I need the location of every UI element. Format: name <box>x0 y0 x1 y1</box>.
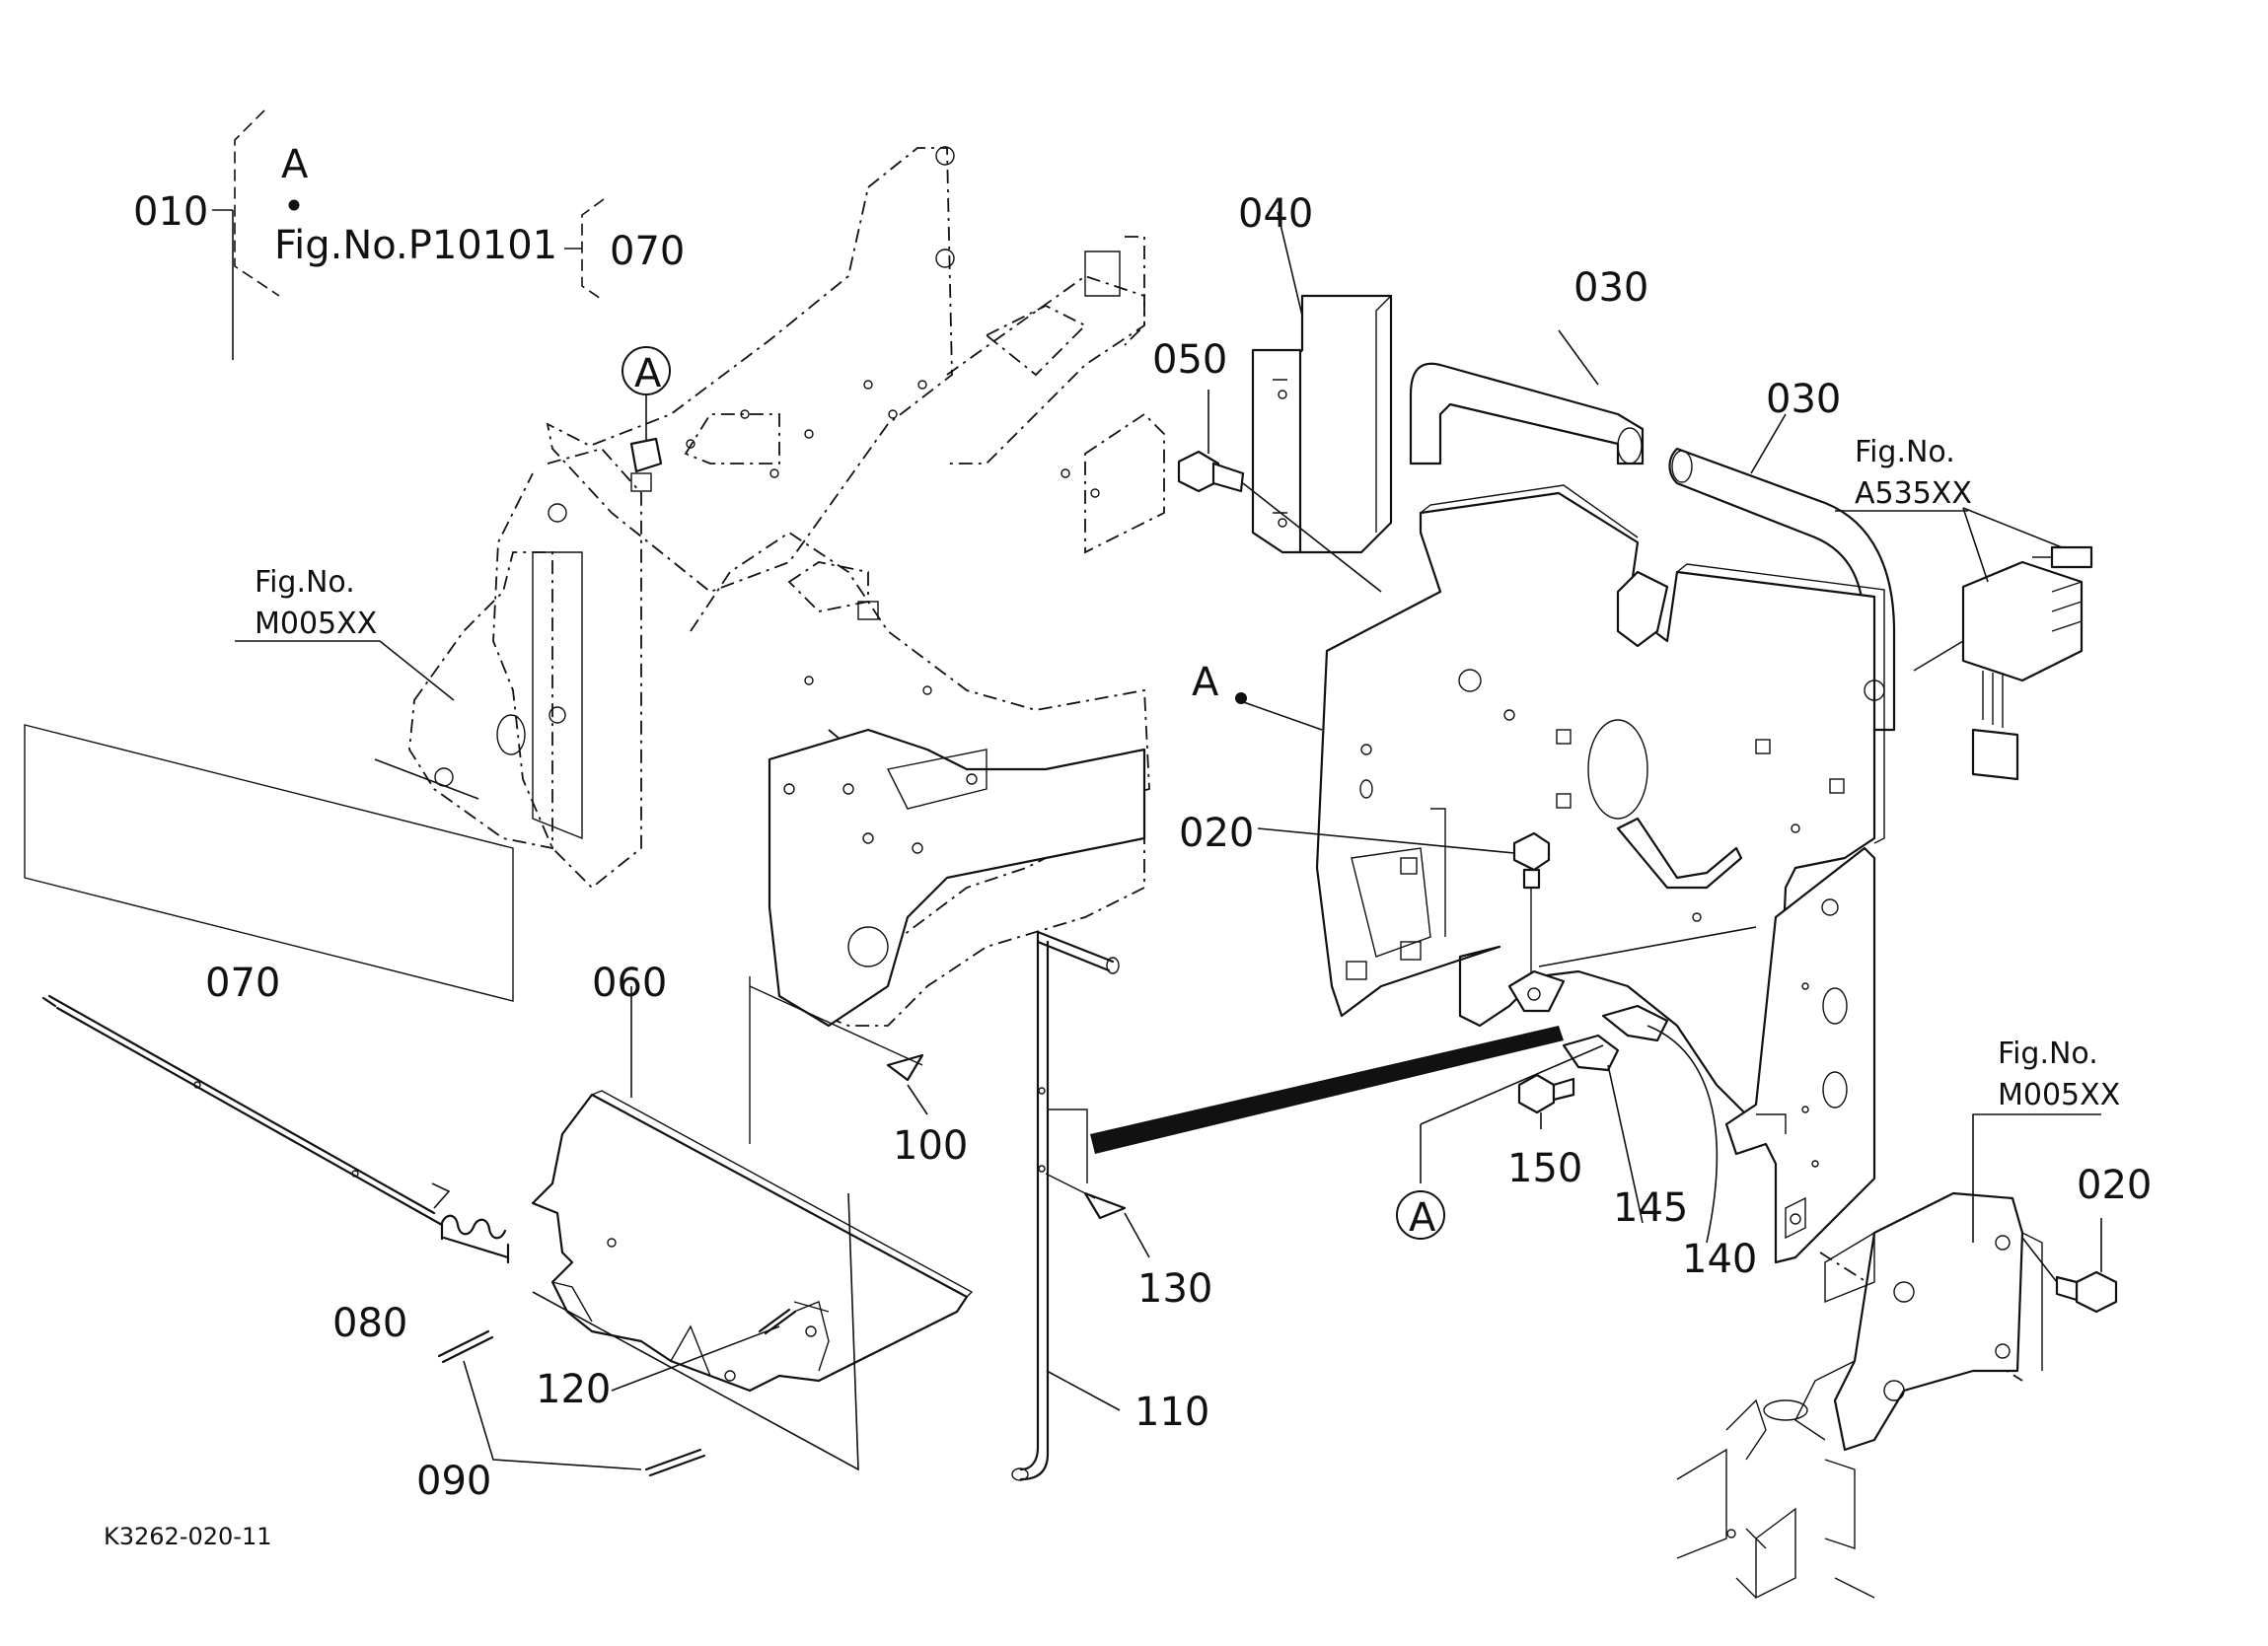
leader-a-lower <box>1420 1044 1604 1125</box>
part-130-clip <box>1045 1173 1150 1258</box>
callout-030-b: 030 <box>1766 377 1841 422</box>
fig-m005xx-left-line1: Fig.No. <box>255 565 355 600</box>
fig-m005xx-right-line1: Fig.No. <box>1998 1037 2098 1071</box>
circle-a-upper-label: A <box>634 351 662 396</box>
part-080-spring <box>431 1182 510 1264</box>
fig-a535xx-line2: A535XX <box>1855 476 1972 511</box>
callout-140: 140 <box>1682 1237 1757 1282</box>
point-a-dot <box>1235 692 1247 704</box>
diagram-code: K3262-020-11 <box>104 1523 271 1550</box>
part-150-bolt <box>1517 1073 1575 1129</box>
leader-a-point <box>1237 699 1323 731</box>
callout-070: 070 <box>205 961 280 1006</box>
callout-110: 110 <box>1134 1390 1209 1435</box>
callout-050: 050 <box>1152 337 1227 383</box>
reference-fig-p10101: Fig.No.P10101 <box>274 223 557 268</box>
callout-100: 100 <box>893 1123 968 1169</box>
fig-m005xx-left-line2: M005XX <box>255 607 377 641</box>
side-panel-left <box>24 724 514 1002</box>
part-100-clip <box>749 976 928 1144</box>
part-070-rod <box>41 994 444 1227</box>
fig-a535xx-line1: Fig.No. <box>1855 435 1955 469</box>
callout-030-a: 030 <box>1573 265 1648 311</box>
main-frame-drawing <box>408 146 1165 1028</box>
part-120-pin <box>611 1308 797 1392</box>
callout-060: 060 <box>592 961 667 1006</box>
part-060-plate <box>531 986 974 1471</box>
right-panel <box>1315 484 1885 1126</box>
part-030-handle-left <box>1409 329 1645 465</box>
callout-145: 145 <box>1613 1185 1688 1231</box>
fig-m005xx-right-line2: M005XX <box>1998 1078 2120 1112</box>
part-145-clamp <box>1562 1034 1644 1224</box>
dot-marker <box>288 199 300 211</box>
callout-090: 090 <box>416 1459 491 1504</box>
circle-marker-lower <box>1396 1190 1445 1240</box>
callout-010: 010 <box>133 189 208 235</box>
part-020-bolt-upper <box>1257 827 1566 1013</box>
part-140-clamp <box>1601 1004 1719 1244</box>
circle-marker-upper <box>622 346 671 473</box>
point-a-label: A <box>1192 660 1219 705</box>
callout-150: 150 <box>1507 1146 1582 1191</box>
callout-120: 120 <box>536 1367 611 1412</box>
part-050-bolt <box>1177 390 1382 593</box>
part-090-pins <box>437 1329 706 1477</box>
callout-020-lower: 020 <box>2077 1163 2152 1208</box>
callout-070-top: 070 <box>610 229 685 274</box>
legend-bracket <box>212 109 605 360</box>
callout-080: 080 <box>332 1301 407 1346</box>
part-040-bracket <box>1251 211 1393 554</box>
direction-arrow <box>1090 1026 1564 1154</box>
leader-020-upper-b <box>1538 926 1757 967</box>
module-a535xx <box>1913 507 2093 781</box>
reference-a-top: A <box>281 142 309 187</box>
callout-020-upper: 020 <box>1179 811 1254 856</box>
callout-040: 040 <box>1238 191 1313 237</box>
part-110-rod <box>1011 930 1121 1481</box>
callout-130: 130 <box>1137 1266 1212 1312</box>
circle-a-lower-label: A <box>1409 1195 1436 1241</box>
leader-m005xx-left <box>235 640 455 701</box>
housing-m005xx-right <box>1676 1113 2101 1600</box>
part-020-bolt-lower <box>2021 1218 2118 1314</box>
